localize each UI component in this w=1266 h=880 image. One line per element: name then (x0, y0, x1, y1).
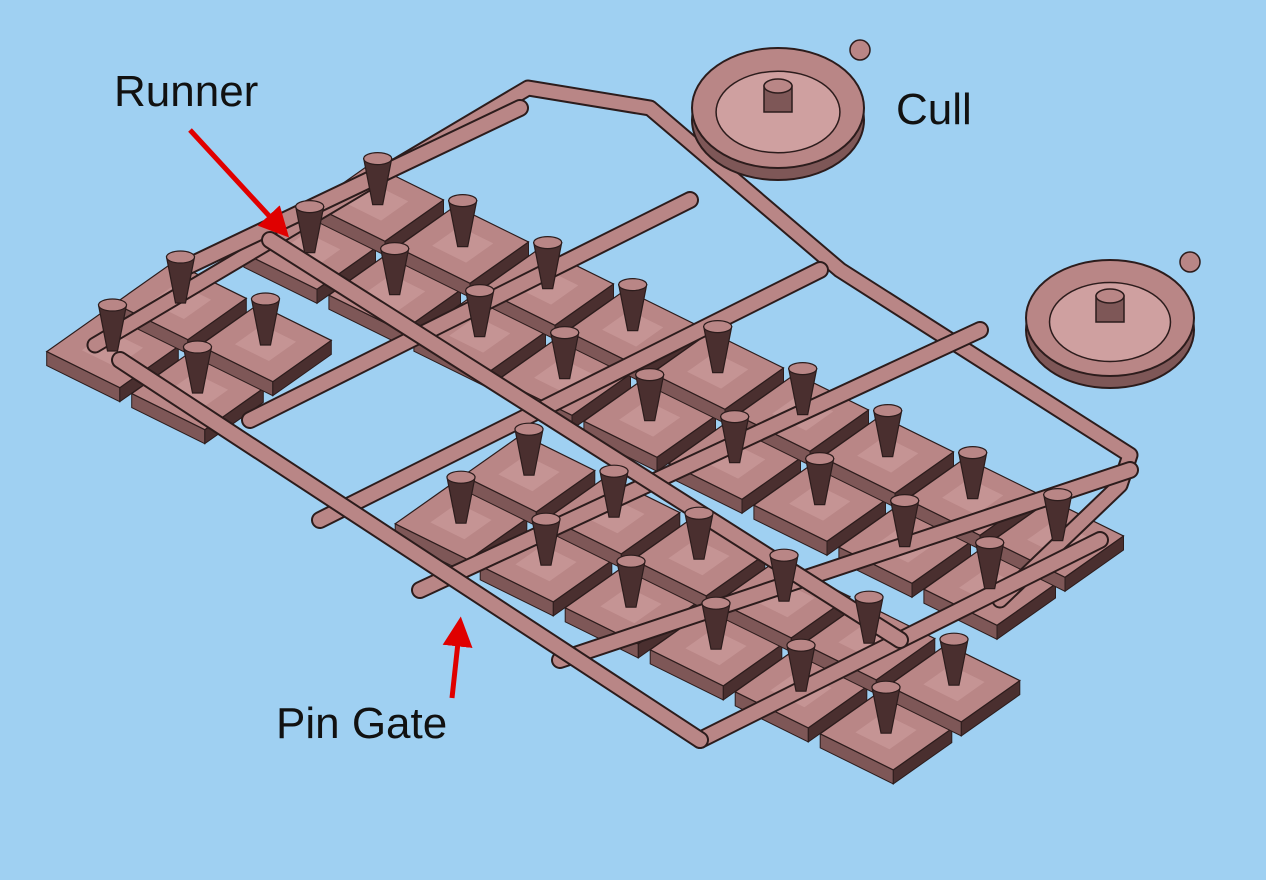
pin-gate-top (295, 200, 325, 214)
pin-gate-top (514, 422, 544, 436)
pin-gate-top (165, 250, 196, 264)
pin-gate-top (380, 242, 410, 256)
pin-gate (871, 680, 901, 734)
cull-sprue-top (763, 78, 793, 94)
pin-gate-top (533, 236, 563, 250)
pin-gate-top (448, 194, 478, 208)
pin-gate (532, 236, 563, 290)
pin-gate-top (805, 452, 835, 466)
runner-bar (113, 353, 707, 747)
pin-gate (362, 152, 393, 206)
pin-gate-top (975, 535, 1005, 550)
pin-gate (939, 632, 969, 686)
pin-gate-top (182, 340, 213, 354)
cull-lug (1179, 251, 1201, 273)
pin-gate (599, 464, 629, 518)
pin-gate-top (446, 470, 476, 484)
cull-label: Cull (896, 85, 972, 134)
pin-gate (616, 554, 646, 608)
pin-gate (617, 278, 648, 332)
pin-gate-top (873, 404, 903, 418)
pin-gate (514, 422, 544, 476)
pin-gate (464, 284, 495, 338)
pin-gate-top (786, 638, 816, 652)
pin-gate-label: Pin Gate (276, 699, 448, 748)
pin-gate-top (531, 512, 561, 526)
pin-gate (294, 200, 325, 254)
pin-gate-arrow (442, 616, 473, 699)
pin-gate (787, 362, 818, 416)
pin-gate (786, 638, 816, 692)
pin-gate-top (1043, 488, 1073, 502)
pin-gate (1042, 488, 1073, 542)
pin-gate-top (703, 320, 733, 334)
pin-gate (447, 194, 478, 248)
runner-bar (413, 323, 987, 597)
pin-gate-top (635, 368, 665, 382)
runner-label: Runner (114, 67, 259, 116)
runner-bar (553, 463, 1137, 667)
pin-gate-top (250, 292, 281, 306)
pin-gate (957, 446, 988, 500)
runner-bar (173, 101, 527, 277)
pin-gate (872, 404, 903, 458)
cull-lug (849, 39, 871, 61)
pin-gate (889, 494, 920, 548)
pin-gate-top (616, 554, 646, 568)
pin-gate (854, 590, 884, 644)
runner-network (111, 99, 1139, 749)
pin-gate-top (465, 284, 495, 298)
pin-gate (769, 548, 799, 602)
pin-gate (182, 340, 213, 394)
pin-gate-top (701, 596, 731, 610)
pin-gate (531, 512, 561, 566)
pin-gate (250, 292, 281, 346)
pin-gates (97, 152, 1073, 734)
pin-gate (379, 242, 410, 296)
pin-gate-top (720, 410, 750, 424)
pin-gate (549, 326, 580, 380)
pin-gate (719, 410, 750, 464)
pin-gate-top (890, 494, 920, 508)
pin-gate (701, 596, 731, 650)
pin-gate-top (769, 548, 799, 562)
runner-frame (86, 79, 1139, 609)
pin-gate-top (618, 278, 648, 292)
runner-bar (313, 263, 827, 527)
pin-gate-top (97, 298, 128, 312)
pin-gate (97, 298, 128, 352)
pin-gate (446, 470, 476, 524)
pin-gate (165, 250, 196, 304)
pin-gate (702, 320, 733, 374)
pin-gate (634, 368, 665, 422)
culls (691, 39, 1201, 389)
cull (1025, 251, 1201, 389)
pin-gate-top (363, 152, 393, 166)
pin-gate-top (599, 464, 629, 478)
pin-gate (974, 535, 1005, 590)
pin-gate-top (550, 326, 580, 340)
frame-rail (88, 81, 1137, 607)
pin-gate-top (854, 590, 884, 604)
cull (691, 39, 871, 181)
pin-gate-top (871, 680, 901, 694)
pin-gate-top (684, 506, 714, 520)
runner-arrow (188, 128, 290, 238)
callout-arrows (188, 128, 473, 699)
pin-gate (684, 506, 714, 560)
pin-gate-top (939, 632, 969, 646)
pin-gate-top (788, 362, 818, 376)
pin-gate (804, 452, 835, 506)
pin-gate-top (958, 446, 988, 460)
cull-sprue-top (1095, 288, 1125, 304)
